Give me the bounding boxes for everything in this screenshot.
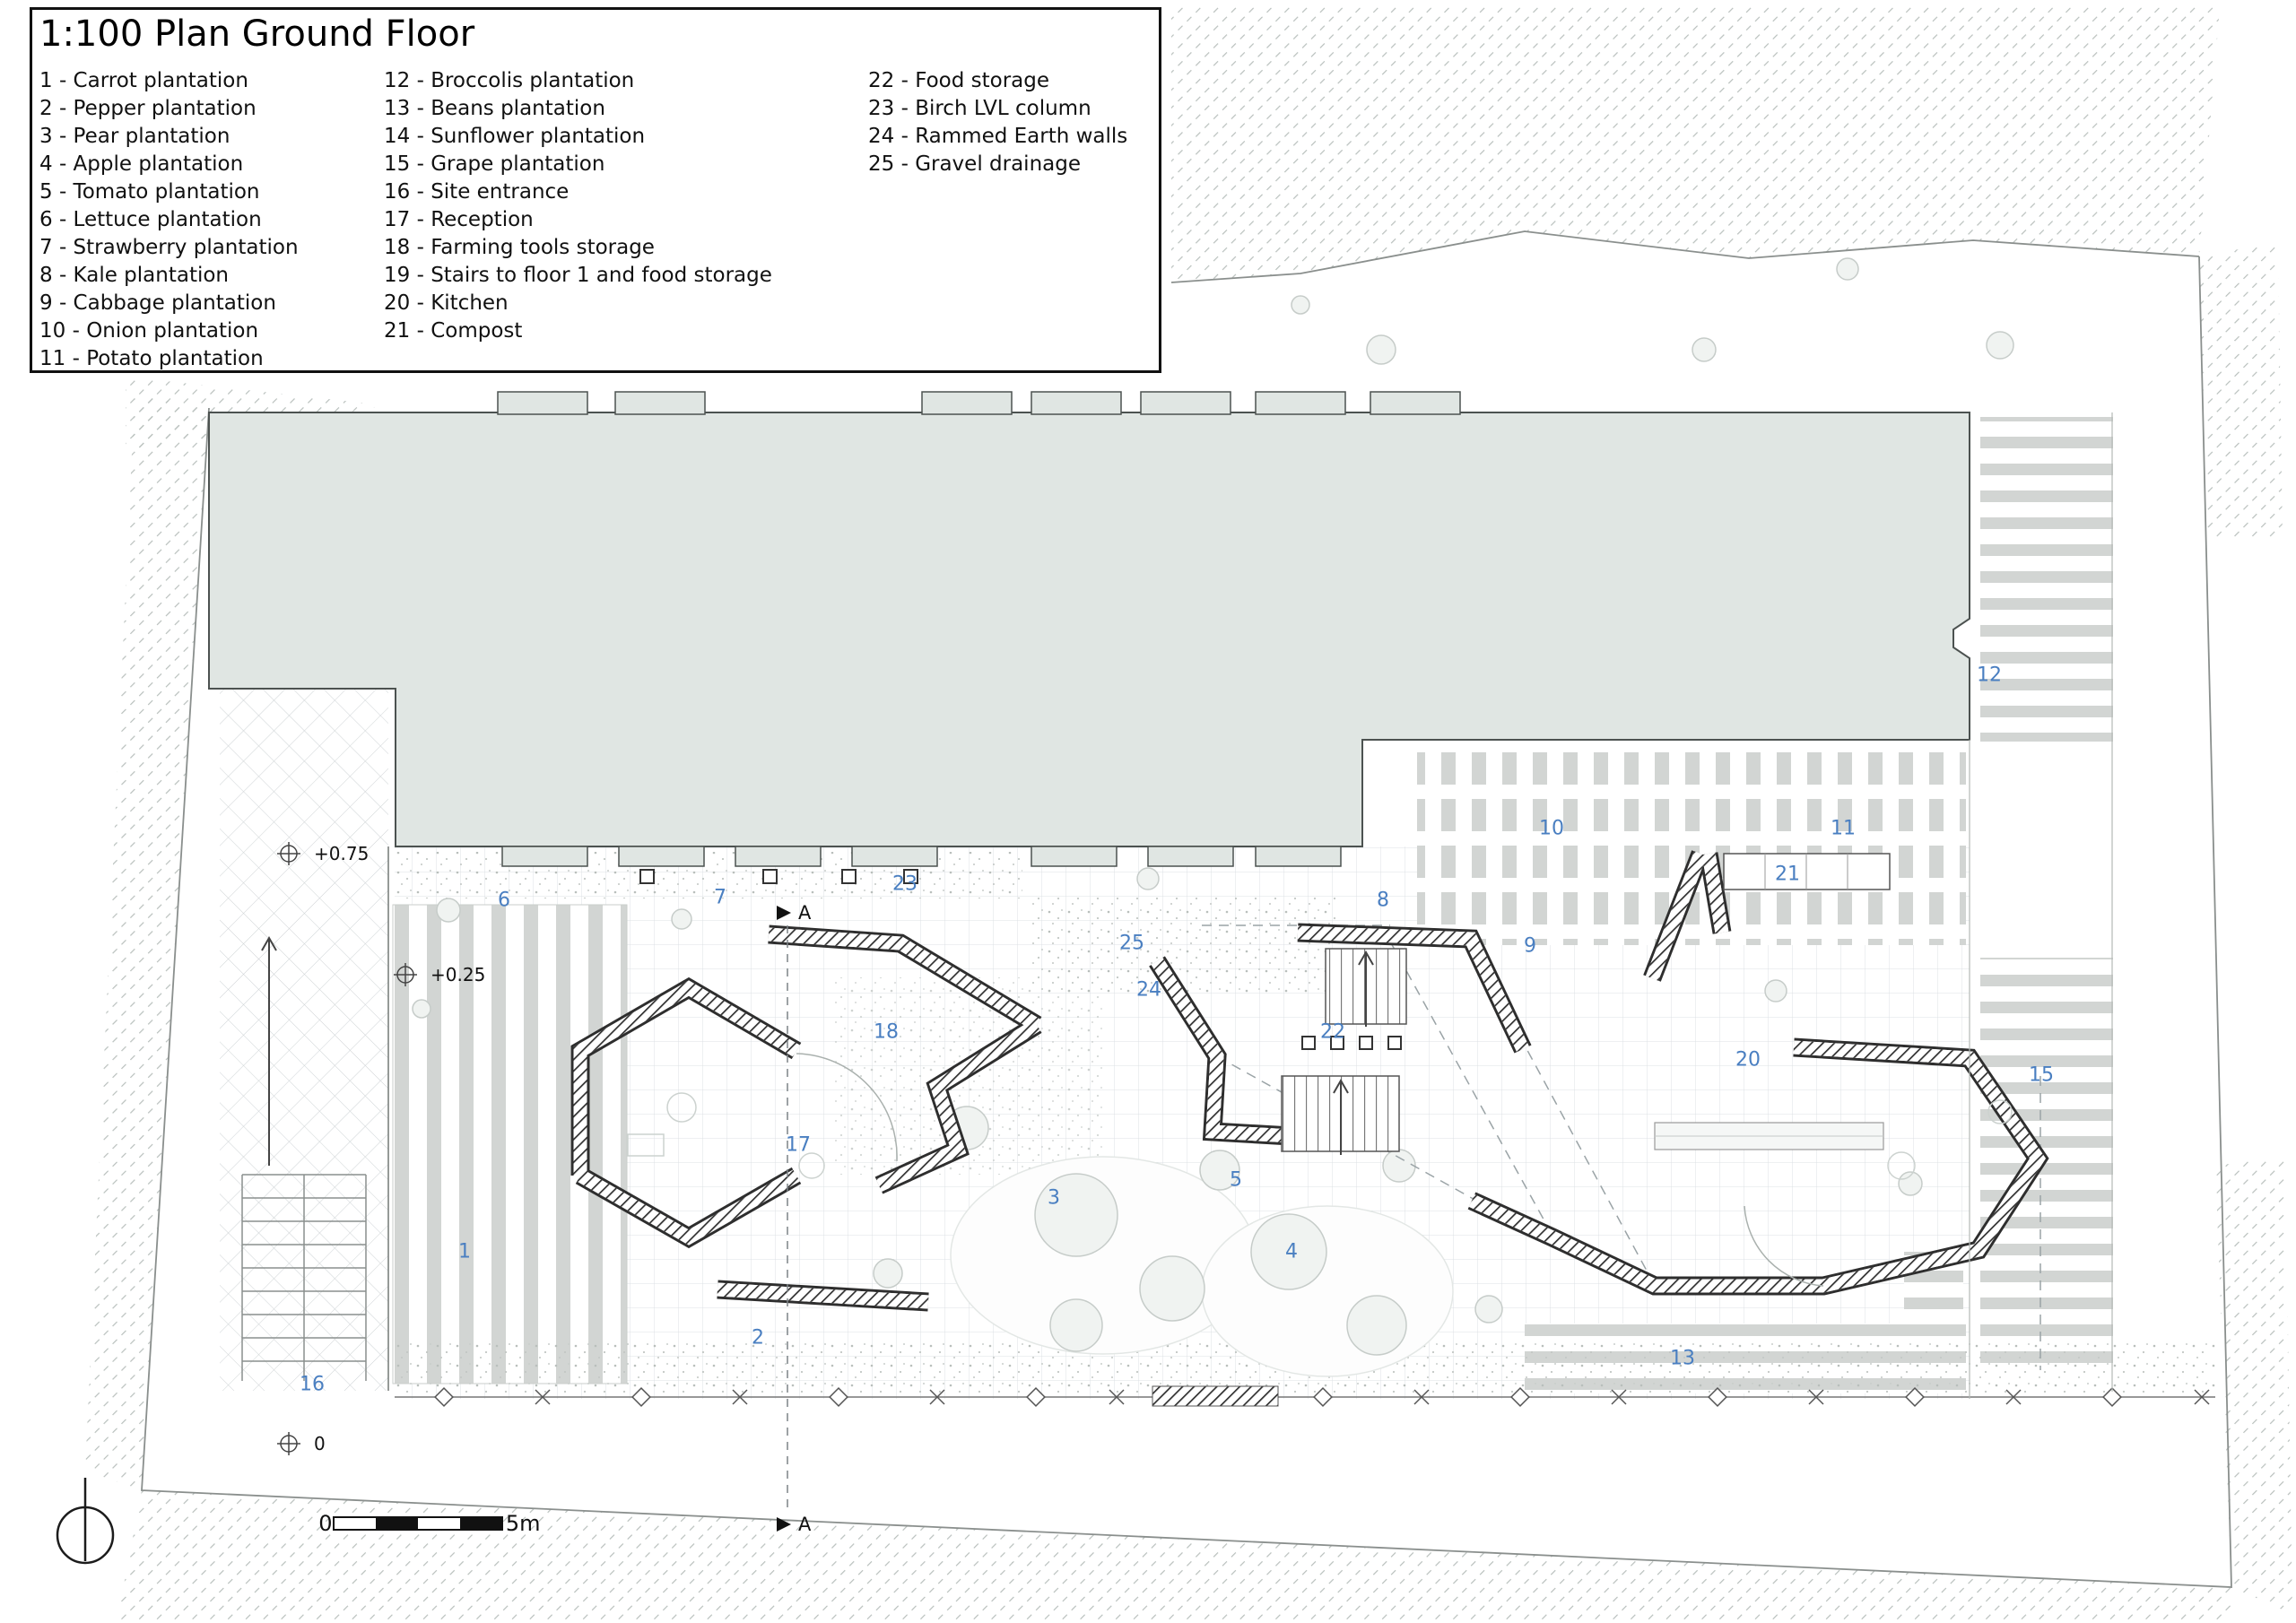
site-surroundings-hatch xyxy=(85,7,2292,1623)
furniture xyxy=(627,1092,2013,1180)
legend-item: 11 - Potato plantation xyxy=(39,347,264,370)
legend-item: 12 - Broccolis plantation xyxy=(384,69,635,92)
scale-start-label: 0 xyxy=(318,1511,333,1536)
legend-item: 15 - Grape plantation xyxy=(384,152,605,176)
section-line xyxy=(777,906,791,1532)
legend-item: 22 - Food storage xyxy=(868,69,1050,92)
legend-item: 13 - Beans plantation xyxy=(384,97,605,120)
legend-item: 2 - Pepper plantation xyxy=(39,97,257,120)
legend-item: 19 - Stairs to floor 1 and food storage xyxy=(384,264,772,287)
site-boundary xyxy=(141,230,2232,1588)
legend-item: 7 - Strawberry plantation xyxy=(39,236,299,259)
legend-item: 14 - Sunflower plantation xyxy=(384,125,646,148)
roof-castellation-bottom xyxy=(501,846,1342,867)
legend-item: 9 - Cabbage plantation xyxy=(39,291,276,315)
scale-end-label: 5m xyxy=(505,1511,541,1536)
legend-column-2: 12 - Broccolis plantation 13 - Beans plan… xyxy=(384,67,772,345)
upper-floor-roof xyxy=(208,391,1970,884)
legend-item: 6 - Lettuce plantation xyxy=(39,208,262,231)
legend-item: 23 - Birch LVL column xyxy=(868,97,1091,120)
legend-item: 16 - Site entrance xyxy=(384,180,570,204)
roof-castellation-top xyxy=(497,391,1461,415)
entrance-stairs xyxy=(241,935,367,1381)
legend-item: 3 - Pear plantation xyxy=(39,125,230,148)
door-arcs xyxy=(796,1053,1824,1287)
scale-bar xyxy=(333,1516,503,1531)
legend-item: 5 - Tomato plantation xyxy=(39,180,260,204)
legend-item: 4 - Apple plantation xyxy=(39,152,244,176)
stairs xyxy=(1281,948,1407,1155)
legend-item: 21 - Compost xyxy=(384,319,523,343)
legend-item: 17 - Reception xyxy=(384,208,534,231)
north-arrow-icon xyxy=(56,1478,115,1565)
legend-item: 1 - Carrot plantation xyxy=(39,69,248,92)
compost-structure xyxy=(1723,853,1891,890)
legend-column-1: 1 - Carrot plantation 2 - Pepper plantati… xyxy=(39,67,299,373)
level-markers xyxy=(277,842,417,1455)
legend-column-3: 22 - Food storage 23 - Birch LVL column 24… xyxy=(868,67,1127,178)
legend-item: 10 - Onion plantation xyxy=(39,319,259,343)
legend-item: 24 - Rammed Earth walls xyxy=(868,125,1128,148)
plantation-beds xyxy=(392,417,2113,1393)
legend-item: 8 - Kale plantation xyxy=(39,264,230,287)
legend-item: 25 - Gravel drainage xyxy=(868,152,1081,176)
legend-item: 18 - Farming tools storage xyxy=(384,236,655,259)
birch-columns xyxy=(639,869,918,884)
page-title: 1:100 Plan Ground Floor xyxy=(39,13,475,55)
legend-box: 1:100 Plan Ground Floor 1 - Carrot plant… xyxy=(30,7,1161,373)
south-fence xyxy=(395,1385,2215,1407)
legend-item: 20 - Kitchen xyxy=(384,291,509,315)
